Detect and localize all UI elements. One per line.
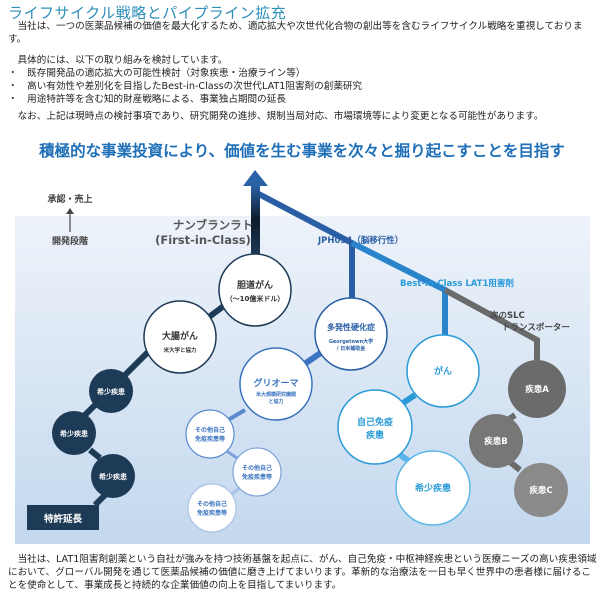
branch-next-slc [443, 287, 540, 360]
svg-text:免疫疾患等: 免疫疾患等 [197, 509, 227, 517]
svg-text:その他自己: その他自己 [195, 426, 225, 434]
svg-text:その他自己: その他自己 [242, 464, 272, 472]
svg-text:疾患A: 疾患A [525, 384, 549, 395]
svg-text:大腸がん: 大腸がん [162, 330, 198, 342]
note-paragraph: なお、上記は現時点の検討事項であり、研究開発の進捗、規制当局対応、市場環境等によ… [8, 111, 544, 122]
node-disease-a: 疾患A [508, 360, 566, 418]
headline: 積極的な事業投資により、価値を生む事業を次々と掘り起こすことを目指す [39, 142, 565, 160]
svg-text:希少疾患: 希少疾患 [415, 482, 451, 494]
node-other-autoimmune: その他自己 免疫疾患等 [232, 447, 282, 497]
axis-bottom-label: 開発段階 [52, 235, 88, 247]
svg-text:希少疾患: 希少疾患 [98, 472, 127, 481]
node-rare-disease: 希少疾患 [91, 454, 135, 498]
node-disease-b: 疾患B [469, 414, 523, 468]
arrow-up-icon [243, 170, 268, 186]
svg-text:疾患: 疾患 [366, 429, 384, 441]
node-other-autoimmune: その他自己 免疫疾患等 [185, 409, 235, 459]
svg-text:希少疾患: 希少疾患 [96, 387, 125, 396]
svg-text:免疫疾患等: 免疫疾患等 [195, 435, 225, 443]
plan-lead: 具体的には、以下の取り組みを検討しています。 [8, 55, 228, 66]
svg-text:免疫疾患等: 免疫疾患等 [242, 473, 272, 481]
svg-text:米大学と協力: 米大学と協力 [163, 346, 197, 354]
axis-top-label: 承認・売上 [47, 193, 92, 205]
svg-text:/ 日米補助金: / 日米補助金 [337, 345, 367, 352]
intro-paragraph: 当社は、一つの医薬品候補の価値を最大化するため、適応拡大や次世代化合物の創出等を… [8, 21, 583, 45]
svg-text:と協力: と協力 [268, 398, 283, 405]
svg-text:グリオーマ: グリオーマ [253, 377, 298, 389]
node-rare-disease: 希少疾患 [52, 411, 96, 455]
node-other-autoimmune: その他自己 免疫疾患等 [187, 483, 237, 533]
svg-text:希少疾患: 希少疾患 [59, 429, 88, 438]
svg-text:疾患C: 疾患C [529, 485, 552, 496]
svg-text:Georgetown大学: Georgetown大学 [329, 338, 373, 345]
svg-text:疾患B: 疾患B [484, 436, 507, 447]
svg-text:特許延長: 特許延長 [44, 513, 83, 525]
bullet-item: ・ 高い有効性や差別化を目指したBest-in-Classの次世代LAT1阻害剤… [8, 81, 363, 92]
node-disease-c: 疾患C [514, 463, 568, 517]
page-title: ライフサイクル戦略とパイプライン拡充 [8, 4, 287, 22]
bullet-item: ・ 既存開発品の適応拡大の可能性検討（対象疾患・治療ライン等） [8, 68, 306, 79]
node-rare-disease: 希少疾患 [89, 369, 133, 413]
branch-label-first-in-class: ナンブランラト(First-in-Class) [155, 218, 253, 247]
bullet-item: ・ 用途特許等を含む知的財産戦略による、事業独占期間の延長 [8, 94, 286, 105]
node-colorectal-cancer: 大腸がん 米大学と協力 [143, 300, 217, 374]
svg-text:その他自己: その他自己 [197, 500, 227, 508]
svg-text:（～10億米ドル）: （～10億米ドル） [226, 294, 285, 303]
node-glioma: グリオーマ 米大規模研究機関 と協力 [239, 347, 313, 421]
node-multiple-sclerosis: 多発性硬化症 Georgetown大学 / 日米補助金 [314, 297, 388, 371]
node-patent-extension: 特許延長 [27, 505, 99, 530]
branch-label-best-in-class: Best-in-Class LAT1阻害剤 [400, 278, 514, 289]
node-rare-disease: 希少疾患 [395, 450, 471, 526]
branch-label-jph034: JPH034（脳移行性） [317, 235, 403, 246]
main-arrow [251, 185, 260, 255]
node-biliary-cancer: 胆道がん （～10億米ドル） [218, 253, 292, 327]
svg-text:胆道がん: 胆道がん [237, 279, 273, 291]
node-cancer: がん [406, 334, 480, 408]
svg-text:自己免疫: 自己免疫 [357, 416, 393, 428]
svg-text:多発性硬化症: 多発性硬化症 [327, 322, 375, 332]
node-autoimmune: 自己免疫 疾患 [337, 389, 413, 465]
svg-text:米大規模研究機関: 米大規模研究機関 [256, 391, 296, 398]
svg-text:がん: がん [434, 365, 452, 377]
closing-paragraph: 当社は、LAT1阻害剤創薬という自社が強みを持つ技術基盤を起点に、がん、自己免疫… [8, 554, 597, 591]
